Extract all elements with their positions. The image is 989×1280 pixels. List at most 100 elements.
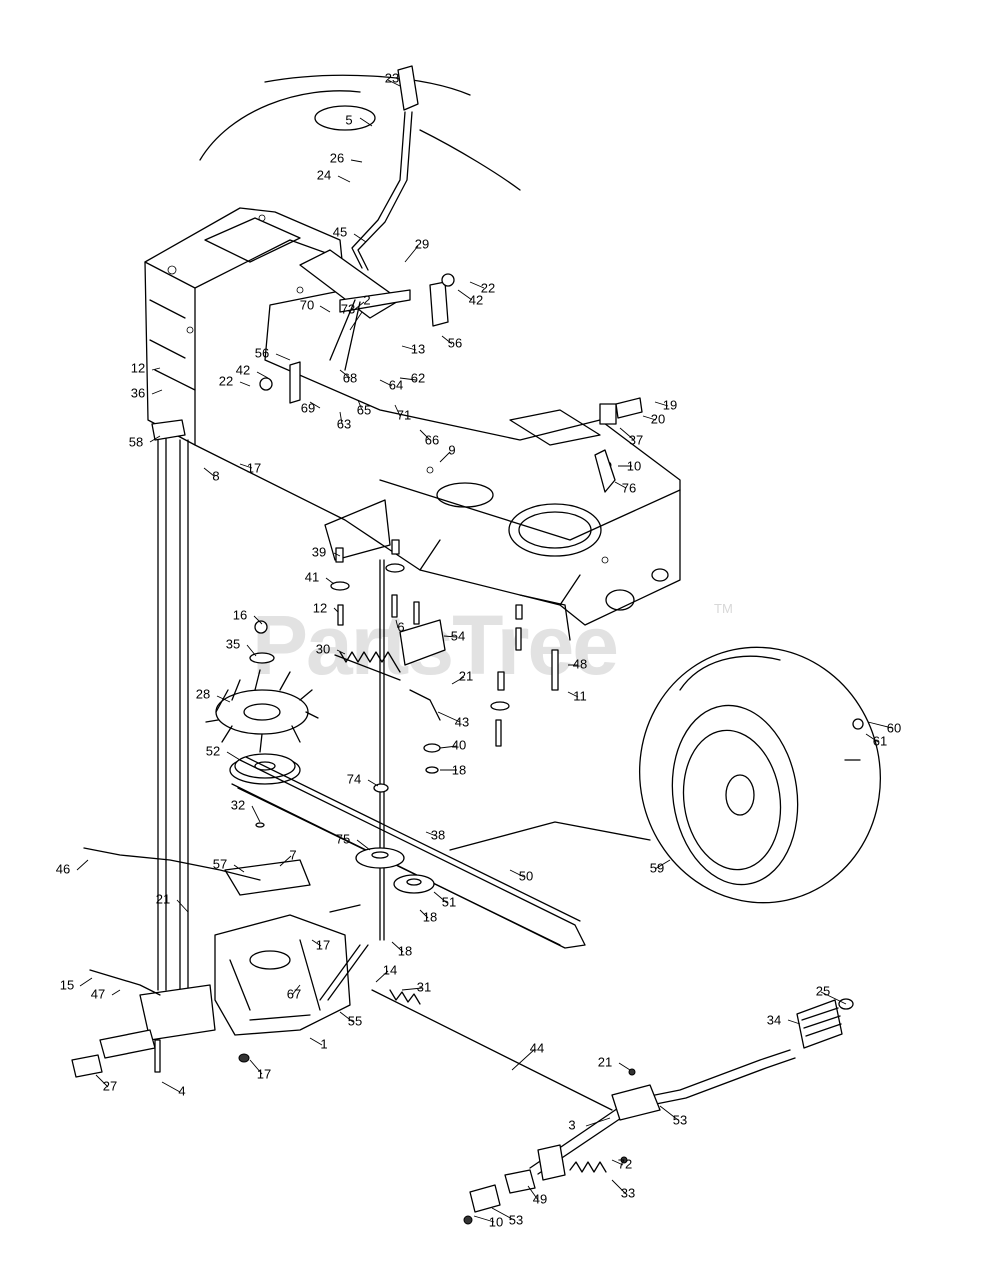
callout-65: 65 xyxy=(357,402,371,417)
callout-43: 43 xyxy=(455,714,469,729)
callout-17: 17 xyxy=(247,460,261,475)
callout-67: 67 xyxy=(287,986,301,1001)
callout-45: 45 xyxy=(333,224,347,239)
leader-lines xyxy=(76,79,893,1223)
pedal-assembly xyxy=(463,998,854,1225)
watermark-tm: TM xyxy=(714,601,733,616)
rear-wheel xyxy=(449,646,882,904)
callout-11: 11 xyxy=(573,688,587,703)
callout-57: 57 xyxy=(213,856,227,871)
callout-21: 21 xyxy=(598,1054,612,1069)
callout-19: 19 xyxy=(663,397,677,412)
callout-64: 64 xyxy=(389,377,403,392)
callout-39: 39 xyxy=(312,544,326,559)
callout-18: 18 xyxy=(452,762,466,777)
callout-56: 56 xyxy=(448,335,462,350)
callout-54: 54 xyxy=(451,628,465,643)
callout-23: 23 xyxy=(385,70,399,85)
callout-10: 10 xyxy=(489,1214,503,1229)
callout-8: 8 xyxy=(212,468,219,483)
callout-36: 36 xyxy=(131,385,145,400)
callout-51: 51 xyxy=(442,894,456,909)
callout-70: 70 xyxy=(300,297,314,312)
callout-52: 52 xyxy=(206,743,220,758)
vertical-rods xyxy=(151,419,385,991)
callout-53: 53 xyxy=(509,1212,523,1227)
callout-17: 17 xyxy=(316,937,330,952)
callout-71: 71 xyxy=(397,407,411,422)
callout-40: 40 xyxy=(452,737,466,752)
callout-31: 31 xyxy=(417,979,431,994)
callout-66: 66 xyxy=(425,432,439,447)
callout-48: 48 xyxy=(573,656,587,671)
cooling-fan xyxy=(205,669,319,753)
hardware-middle xyxy=(249,539,559,774)
transaxle xyxy=(71,847,369,1078)
callout-29: 29 xyxy=(415,236,429,251)
callout-73: 73 xyxy=(341,301,355,316)
callout-4: 4 xyxy=(178,1083,185,1098)
callout-34: 34 xyxy=(767,1012,781,1027)
callout-50: 50 xyxy=(519,868,533,883)
callout-30: 30 xyxy=(316,641,330,656)
callout-33: 33 xyxy=(621,1185,635,1200)
control-rod xyxy=(371,989,613,1111)
fender-outline xyxy=(199,74,521,191)
callout-76: 76 xyxy=(622,480,636,495)
callout-9: 9 xyxy=(448,442,455,457)
callout-58: 58 xyxy=(129,434,143,449)
callout-12: 12 xyxy=(313,600,327,615)
callout-62: 62 xyxy=(411,370,425,385)
callout-46: 46 xyxy=(56,861,70,876)
callout-42: 42 xyxy=(236,362,250,377)
callout-56: 56 xyxy=(255,345,269,360)
callout-6: 6 xyxy=(397,619,404,634)
callout-35: 35 xyxy=(226,636,240,651)
callout-41: 41 xyxy=(305,569,319,584)
callout-59: 59 xyxy=(650,860,664,875)
callout-27: 27 xyxy=(103,1078,117,1093)
callout-60: 60 xyxy=(887,720,901,735)
callout-42: 42 xyxy=(469,292,483,307)
callout-18: 18 xyxy=(423,909,437,924)
callout-74: 74 xyxy=(347,771,361,786)
callout-37: 37 xyxy=(629,432,643,447)
callout-61: 61 xyxy=(873,733,887,748)
callout-26: 26 xyxy=(330,150,344,165)
callout-16: 16 xyxy=(233,607,247,622)
callout-22: 22 xyxy=(219,373,233,388)
callout-17: 17 xyxy=(257,1066,271,1081)
callout-15: 15 xyxy=(60,977,74,992)
callout-1: 1 xyxy=(320,1036,327,1051)
pulley-belt xyxy=(229,753,586,949)
callout-21: 21 xyxy=(156,891,170,906)
right-side-parts xyxy=(594,397,643,493)
callout-10: 10 xyxy=(627,458,641,473)
callout-3: 3 xyxy=(568,1117,575,1132)
callout-44: 44 xyxy=(530,1040,544,1055)
callout-21: 21 xyxy=(459,668,473,683)
callout-28: 28 xyxy=(196,686,210,701)
callout-69: 69 xyxy=(301,400,315,415)
callout-22: 22 xyxy=(481,280,495,295)
callout-72: 72 xyxy=(618,1156,632,1171)
callout-14: 14 xyxy=(383,962,397,977)
callout-53: 53 xyxy=(673,1112,687,1127)
lever-knob xyxy=(397,65,419,111)
callout-38: 38 xyxy=(431,827,445,842)
callout-55: 55 xyxy=(348,1013,362,1028)
callout-5: 5 xyxy=(345,112,352,127)
shift-lever-assembly xyxy=(259,65,455,404)
callout-49: 49 xyxy=(533,1191,547,1206)
rod-bracket xyxy=(151,419,186,441)
callout-63: 63 xyxy=(337,416,351,431)
callout-18: 18 xyxy=(398,943,412,958)
callout-13: 13 xyxy=(411,341,425,356)
callout-47: 47 xyxy=(91,986,105,1001)
pedal-grip xyxy=(796,999,843,1049)
callout-12: 12 xyxy=(131,360,145,375)
callout-20: 20 xyxy=(651,411,665,426)
callout-32: 32 xyxy=(231,797,245,812)
